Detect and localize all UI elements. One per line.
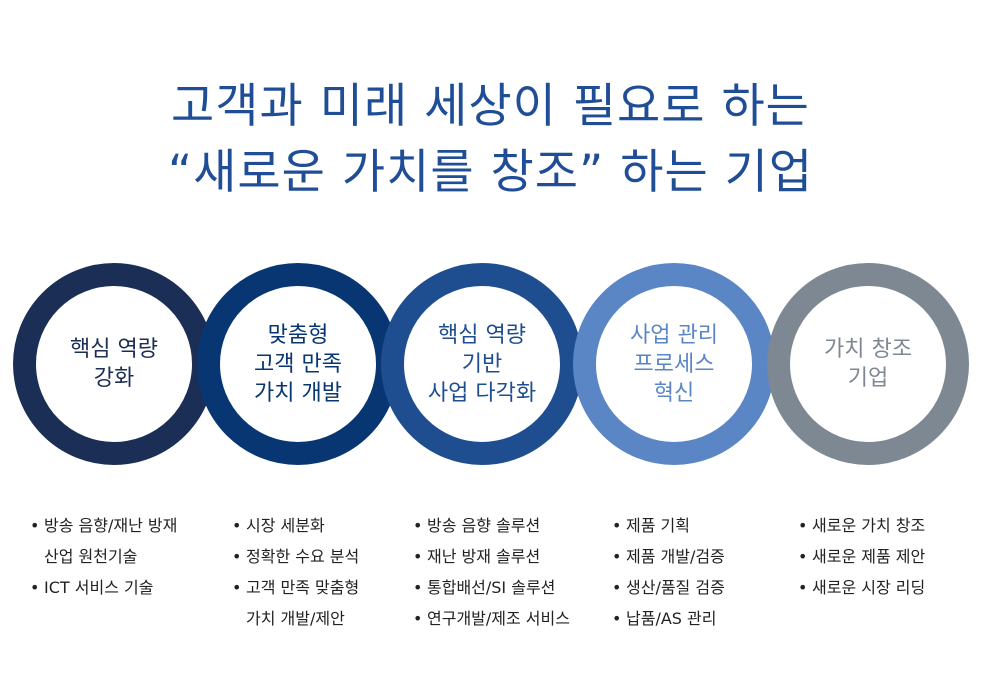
bullet-continuation: 산업 원천기술	[44, 547, 138, 566]
bullet-item: 생산/품질 검증	[612, 572, 725, 603]
stage-label-line: 고객 만족	[254, 351, 342, 377]
stage-label-line: 핵심 역량	[70, 337, 158, 362]
stage-label-line: 혁신	[653, 380, 695, 406]
bullet-text: ICT 서비스 기술	[44, 578, 154, 597]
bullet-text: 새로운 가치 창조	[812, 516, 926, 535]
stage-label-line: 가치 개발	[254, 380, 342, 406]
stage-label-line: 사업 다각화	[427, 380, 537, 406]
bullet-text: 고객 만족 맞춤형	[246, 578, 360, 597]
bullet-text: 새로운 제품 제안	[812, 547, 926, 566]
bullet-text: 제품 기획	[626, 516, 690, 535]
title-line-1: 고객과 미래 세상이 필요로 하는	[171, 79, 810, 134]
bullet-text: 방송 음향 솔루션	[427, 516, 541, 535]
stage-bullets-3: 방송 음향 솔루션재난 방재 솔루션통합배선/SI 솔루션연구개발/제조 서비스	[413, 510, 570, 634]
bullet-text: 재난 방재 솔루션	[427, 547, 541, 566]
bullet-text: 방송 음향/재난 방재	[44, 516, 178, 535]
bullet-text: 시장 세분화	[246, 516, 325, 535]
bullet-item: 새로운 가치 창조	[798, 510, 925, 541]
title-line-2: “새로운 가치를 창조” 하는 기업	[167, 145, 814, 200]
bullet-text: 새로운 시장 리딩	[812, 578, 926, 597]
bullet-text: 생산/품질 검증	[626, 578, 725, 597]
stage-label-line: 가치 창조	[824, 337, 912, 362]
bullet-item: ICT 서비스 기술	[30, 572, 177, 603]
bullet-text: 정확한 수요 분석	[246, 547, 360, 566]
bullet-item: 제품 기획	[612, 510, 725, 541]
stage-label-line: 맞춤형	[267, 322, 329, 348]
stage-label-line: 핵심 역량	[438, 322, 526, 348]
stage-label-line: 사업 관리	[630, 322, 718, 348]
bullet-item: 정확한 수요 분석	[232, 541, 359, 572]
stage-bullets-4: 제품 기획제품 개발/검증생산/품질 검증납품/AS 관리	[612, 510, 725, 634]
stage-bullets-5: 새로운 가치 창조새로운 제품 제안새로운 시장 리딩	[798, 510, 925, 603]
bullet-item: 제품 개발/검증	[612, 541, 725, 572]
bullet-text: 납품/AS 관리	[626, 609, 717, 628]
bullet-item: 연구개발/제조 서비스	[413, 603, 570, 634]
bullet-text: 통합배선/SI 솔루션	[427, 578, 556, 597]
bullet-item: 방송 음향 솔루션	[413, 510, 570, 541]
stage-label-line: 강화	[93, 366, 135, 391]
bullet-item: 새로운 시장 리딩	[798, 572, 925, 603]
bullet-continuation: 가치 개발/제안	[246, 609, 345, 628]
bullet-item: 재난 방재 솔루션	[413, 541, 570, 572]
stage-label-line: 프로세스	[633, 351, 715, 377]
bullet-item: 납품/AS 관리	[612, 603, 725, 634]
bullet-item: 통합배선/SI 솔루션	[413, 572, 570, 603]
bullet-item: 시장 세분화	[232, 510, 359, 541]
bullet-text: 연구개발/제조 서비스	[427, 609, 570, 628]
bullet-item: 새로운 제품 제안	[798, 541, 925, 572]
stage-label-line: 기업	[847, 366, 889, 391]
bullet-text: 제품 개발/검증	[626, 547, 725, 566]
stage-label-line: 기반	[461, 351, 503, 377]
